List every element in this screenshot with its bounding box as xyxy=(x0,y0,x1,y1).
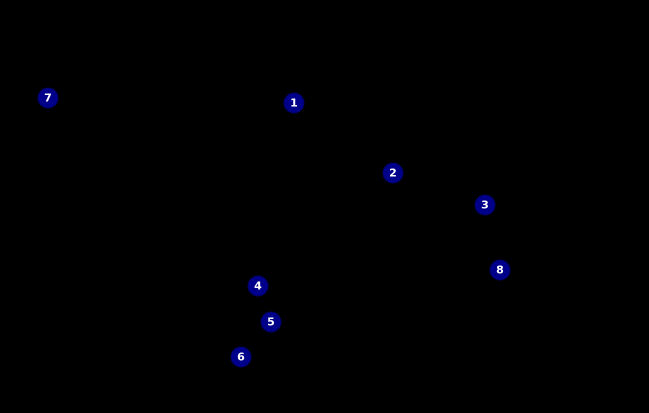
marker-badge-8[interactable]: 8 xyxy=(489,259,511,281)
marker-badge-3[interactable]: 3 xyxy=(474,194,496,216)
marker-badge-4[interactable]: 4 xyxy=(247,275,269,297)
marker-badge-2[interactable]: 2 xyxy=(382,162,404,184)
marker-badge-5[interactable]: 5 xyxy=(260,311,282,333)
marker-badge-7[interactable]: 7 xyxy=(37,87,59,109)
marker-badge-6[interactable]: 6 xyxy=(230,346,252,368)
marker-badge-1[interactable]: 1 xyxy=(283,92,305,114)
